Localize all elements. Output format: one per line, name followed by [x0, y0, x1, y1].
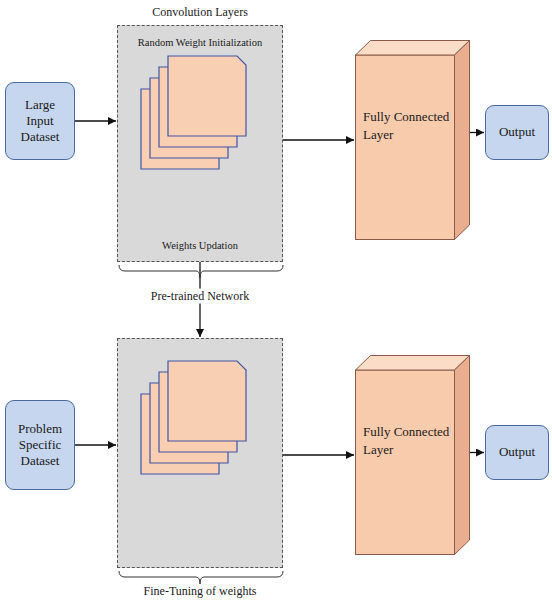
arrow-connector — [283, 139, 354, 140]
dataset-box: Problem Specific Dataset — [5, 400, 75, 490]
output-box: Output — [485, 105, 549, 160]
feature-map — [168, 56, 246, 136]
edge-label: Pre-trained Network — [148, 288, 252, 303]
arrow-connector — [75, 120, 116, 121]
arrow-connector — [470, 132, 484, 133]
feature-map-stack — [118, 26, 284, 263]
node-text: Problem Specific Dataset — [16, 421, 64, 470]
node-text: Fine-Tuning of weights — [98, 584, 302, 599]
dataset-box: Large Input Dataset — [5, 82, 75, 160]
fc-layer-box: Fully Connected Layer — [355, 40, 470, 240]
node-text: Weights Updation — [118, 240, 282, 251]
conv-layers-box: Convolution LayersRandom Weight Initiali… — [117, 25, 283, 262]
node-text: Convolution Layers — [98, 5, 302, 20]
output-box: Output — [485, 425, 549, 480]
conv-layers-box: Fine-Tuning of weights — [117, 338, 283, 568]
fc-layer-box: Fully Connected Layer — [355, 355, 470, 555]
bracket — [119, 265, 283, 278]
arrow-connector — [75, 444, 116, 445]
arrow-connector — [283, 454, 354, 455]
node-text: Fully Connected Layer — [363, 423, 451, 458]
node-text: Large Input Dataset — [16, 97, 64, 146]
feature-map-stack — [118, 339, 284, 569]
node-text: Output — [499, 124, 535, 140]
feature-map — [168, 361, 246, 441]
node-text: Fully Connected Layer — [363, 108, 451, 143]
node-text: Random Weight Initialization — [118, 37, 282, 48]
node-text: Output — [499, 444, 535, 460]
arrow-connector — [470, 452, 484, 453]
bracket — [119, 571, 283, 584]
